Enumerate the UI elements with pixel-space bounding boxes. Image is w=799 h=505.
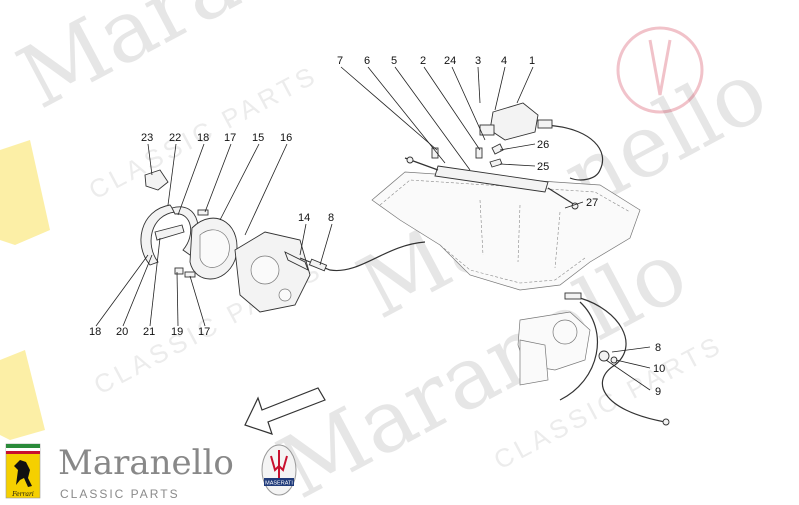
callout-20: 20 xyxy=(116,326,128,338)
watermark-ferrari-badge-1 xyxy=(0,140,50,245)
callout-1: 1 xyxy=(529,55,535,67)
callout-21: 21 xyxy=(143,326,155,338)
brand-name: Maranello xyxy=(58,443,234,483)
callout-25: 25 xyxy=(537,161,549,173)
callout-8-left: 8 xyxy=(328,212,334,224)
callout-19: 19 xyxy=(171,326,183,338)
lever-assembly xyxy=(479,102,604,181)
ferrari-badge: Ferrari xyxy=(5,443,41,499)
callout-22: 22 xyxy=(169,132,181,144)
prancing-horse-icon xyxy=(14,460,32,487)
ferrari-badge-text: Ferrari xyxy=(11,491,34,498)
callout-18-top: 18 xyxy=(197,132,209,144)
callout-9: 9 xyxy=(655,386,661,398)
watermark: Maranello CLASSIC PARTS Maranello CLASSI… xyxy=(0,0,783,505)
callout-16: 16 xyxy=(280,132,292,144)
callout-17-bottom: 17 xyxy=(198,326,210,338)
callout-17-top: 17 xyxy=(224,132,236,144)
caliper-hub xyxy=(234,231,311,313)
maserati-badge-text: MASERATI xyxy=(265,481,293,487)
callout-15: 15 xyxy=(252,132,264,144)
callout-10: 10 xyxy=(653,363,665,375)
rear-cable-right xyxy=(559,292,670,426)
callout-27: 27 xyxy=(586,197,598,209)
direction-arrow xyxy=(244,387,326,435)
maserati-badge: MASERATI xyxy=(261,444,297,496)
callout-3: 3 xyxy=(475,55,481,67)
watermark-maserati-badge xyxy=(616,26,704,114)
callout-14: 14 xyxy=(298,212,310,224)
knuckle-bracket xyxy=(517,311,591,386)
brake-shoe-assembly xyxy=(140,169,238,280)
trident-icon xyxy=(270,450,288,480)
callout-6: 6 xyxy=(364,55,370,67)
callout-7: 7 xyxy=(337,55,343,67)
callouts: 7 6 5 2 24 3 4 1 23 22 18 17 15 16 26 25… xyxy=(89,55,665,398)
brand-subtitle: CLASSIC PARTS xyxy=(60,487,180,501)
callout-2: 2 xyxy=(420,55,426,67)
callout-18-bottom: 18 xyxy=(89,326,101,338)
callout-5: 5 xyxy=(391,55,397,67)
brand-footer: Ferrari Maranello CLASSIC PARTS MASERATI xyxy=(5,443,297,501)
callout-24: 24 xyxy=(444,55,456,67)
rear-cable-left xyxy=(299,241,426,272)
callout-4: 4 xyxy=(501,55,507,67)
callout-8-right: 8 xyxy=(655,342,661,354)
watermark-ferrari-badge-2 xyxy=(0,350,45,440)
equaliser-bar xyxy=(404,143,579,210)
callout-26: 26 xyxy=(537,139,549,151)
leader-lines xyxy=(95,66,651,391)
callout-23: 23 xyxy=(141,132,153,144)
